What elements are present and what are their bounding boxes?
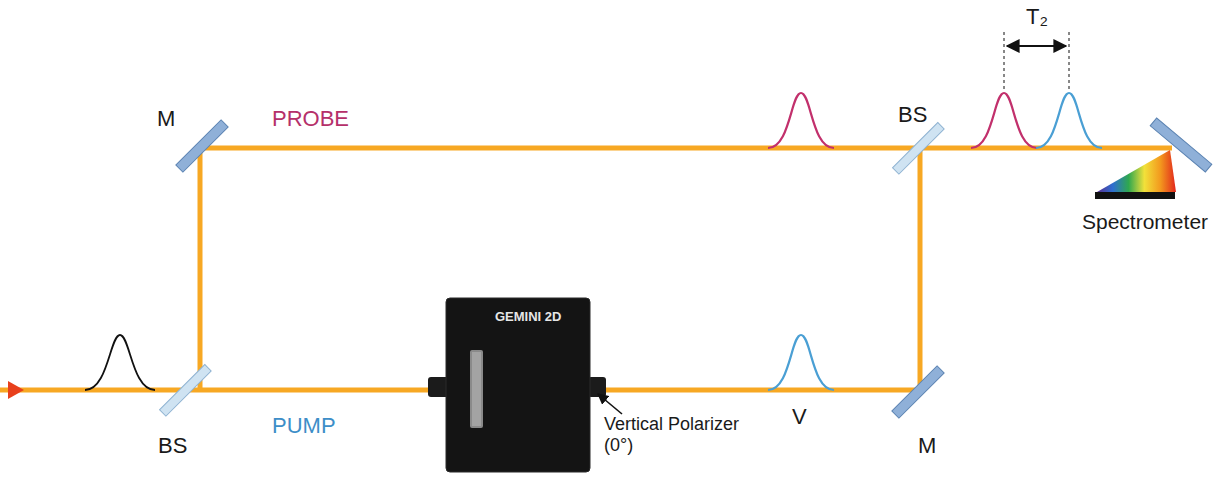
interferometer-device xyxy=(428,298,606,472)
input-pulse xyxy=(85,335,155,390)
probe-pulse xyxy=(768,93,834,148)
beam-splitter xyxy=(160,365,212,417)
mirror-label: M xyxy=(157,106,175,131)
delay-label: T₂ xyxy=(1026,4,1048,29)
device-label: GEMINI 2D xyxy=(495,310,561,325)
delay-marker xyxy=(1004,32,1069,92)
pump-pulse xyxy=(1036,93,1102,148)
beam-name: PUMP xyxy=(272,413,336,438)
probe-pulse xyxy=(971,93,1037,148)
pulse-label: V xyxy=(792,404,807,429)
input-arrow xyxy=(8,381,24,399)
mirror-label: M xyxy=(918,433,936,458)
leader-arrow xyxy=(598,394,622,414)
mirror xyxy=(892,366,944,418)
beam-splitter xyxy=(893,123,945,175)
beam-name: PROBE xyxy=(272,106,349,131)
spectrometer-label: Spectrometer xyxy=(1082,210,1208,234)
dispersed-light xyxy=(1097,150,1176,192)
mirror xyxy=(176,120,228,172)
beam-splitter-label: BS xyxy=(158,433,187,458)
polarizer-label: Vertical Polarizer (0°) xyxy=(604,414,744,455)
pump-pulse xyxy=(768,335,834,390)
beam-splitter-label: BS xyxy=(898,102,927,127)
spectrometer-detector xyxy=(1095,192,1175,199)
